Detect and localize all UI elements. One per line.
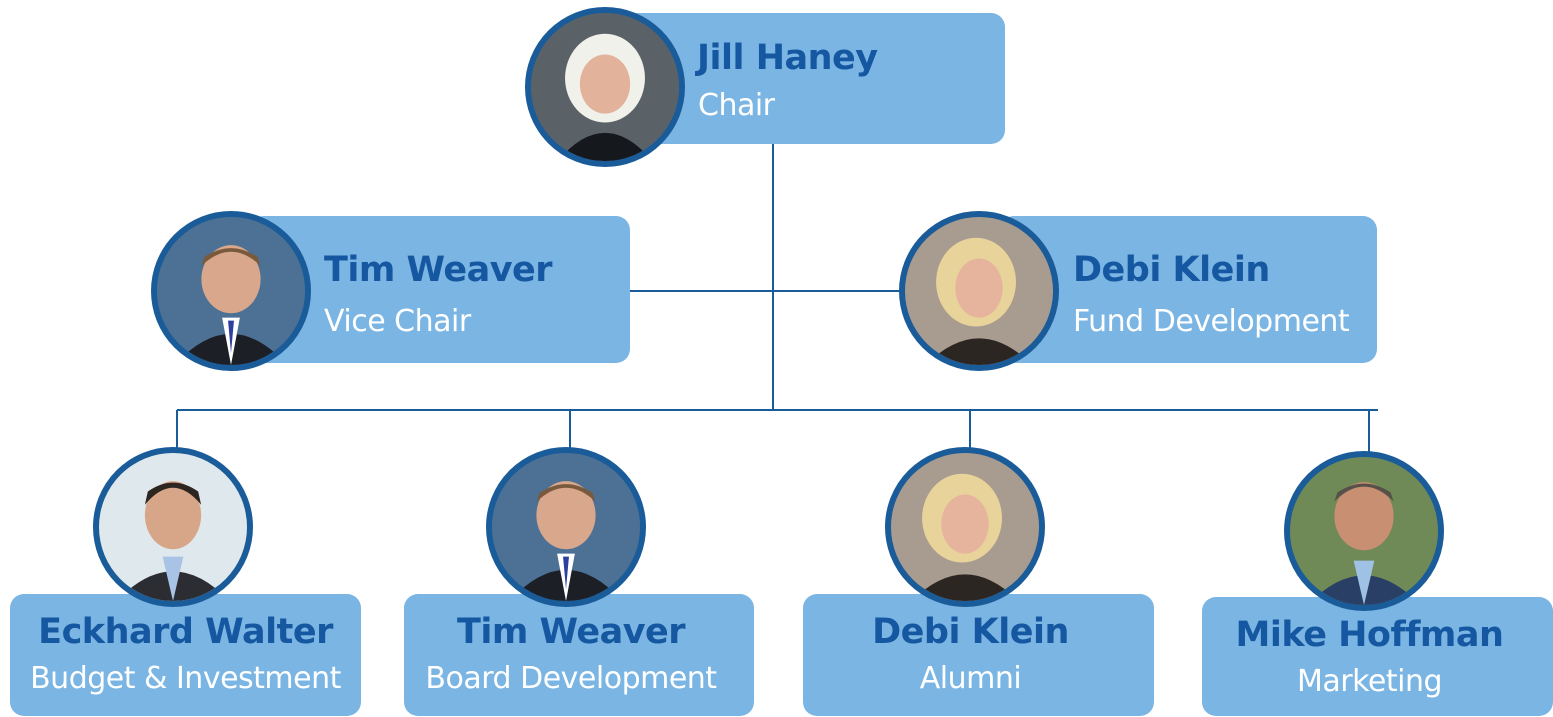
member-name-budget-investment: Eckhard Walter <box>38 612 333 652</box>
member-card-budget-investment <box>10 594 361 716</box>
member-name-chair: Jill Haney <box>697 38 878 78</box>
member-photo-board-development <box>486 447 646 607</box>
member-card-board-development <box>404 594 754 716</box>
member-photo-vice-chair <box>151 211 311 371</box>
member-name-board-development: Tim Weaver <box>456 612 686 652</box>
member-photo-marketing <box>1284 451 1444 611</box>
member-name-fund-development: Debi Klein <box>1073 250 1270 290</box>
member-role-marketing: Marketing <box>1296 664 1443 699</box>
member-photo-budget-investment <box>93 447 253 607</box>
member-photo-alumni <box>885 447 1045 607</box>
member-role-budget-investment: Budget & Investment <box>30 661 341 696</box>
member-name-vice-chair: Tim Weaver <box>324 250 553 290</box>
member-card-marketing <box>1202 597 1553 716</box>
member-role-vice-chair: Vice Chair <box>324 304 471 339</box>
member-card-fund-development <box>1000 216 1377 363</box>
member-role-chair: Chair <box>698 88 775 123</box>
member-photo-fund-development <box>899 211 1059 371</box>
member-photo-chair <box>525 7 685 167</box>
member-name-alumni: Debi Klein <box>872 612 1069 652</box>
member-role-alumni: Alumni <box>919 661 1022 696</box>
member-name-marketing: Mike Hoffman <box>1235 615 1504 655</box>
member-role-fund-development: Fund Development <box>1073 304 1350 339</box>
member-role-board-development: Board Development <box>425 661 717 696</box>
member-card-alumni <box>803 594 1154 716</box>
member-card-vice-chair <box>250 216 630 363</box>
